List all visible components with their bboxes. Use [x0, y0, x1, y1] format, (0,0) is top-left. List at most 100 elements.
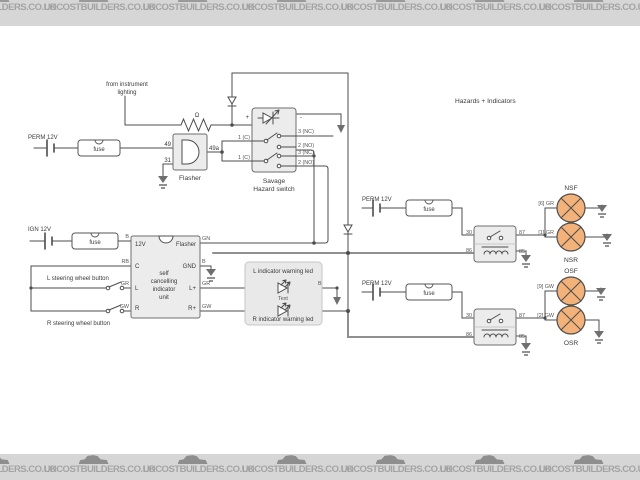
hazard-pin-no1: 2 (NO)	[298, 143, 314, 149]
unit-name-2: cancelling	[151, 279, 178, 285]
wire-gn: GN	[202, 236, 210, 242]
watermark-text: LOCOSTBUILDERS.CO.UK	[539, 2, 640, 13]
relay-os: 30 87 86 85	[466, 308, 525, 346]
l-warning-led-label: L indicator warning led	[253, 269, 313, 275]
watermark-text: LOCOSTBUILDERS.CO.UK	[143, 464, 255, 475]
relay-pin-30: 30	[466, 313, 472, 319]
watermark-tile: LOCOSTBUILDERS.CO.UK	[242, 0, 354, 14]
fuse-label: fuse	[423, 291, 435, 297]
watermark-text: LOCOSTBUILDERS.CO.UK	[44, 464, 156, 475]
diode-icon	[227, 96, 353, 235]
lamp-osr: OSR [2] GW	[537, 305, 586, 347]
watermark-tile: LOCOSTBUILDERS.CO.UK	[341, 455, 453, 476]
wire-b-led: B	[318, 281, 322, 287]
relay-ns: 30 87 86 85	[466, 225, 525, 263]
unit-pin-gnd: GND	[183, 264, 197, 270]
hazard-pin-c1: 1 (C)	[238, 135, 250, 141]
lamp-osf: OSF [9] GW	[537, 268, 586, 306]
fuse-perm-os: fuse	[405, 283, 453, 301]
locost-car-logo-icon	[276, 0, 307, 2]
unit-pin-c: C	[135, 264, 140, 270]
watermark-text: LOCOSTBUILDERS.CO.UK	[44, 2, 156, 13]
watermark-banner-bottom: LOCOSTBUILDERS.CO.UKLOCOSTBUILDERS.CO.UK…	[0, 454, 640, 480]
watermark-tile: LOCOSTBUILDERS.CO.UK	[44, 0, 156, 14]
fuse-perm-top: fuse	[77, 139, 121, 157]
ign-label: IGN 12V	[28, 227, 51, 233]
text-labels: from instrument lighting Ω Hazards + Ind…	[28, 82, 516, 310]
hazard-name-2: Hazard switch	[253, 186, 295, 193]
watermark-tile: LOCOSTBUILDERS.CO.UK	[440, 0, 552, 14]
wire-gw-in: GW	[120, 304, 130, 310]
relay-pin-87: 87	[519, 313, 525, 319]
locost-car-logo-icon	[474, 0, 505, 2]
instrument-note-2: lighting	[117, 90, 136, 96]
fuse-label: fuse	[89, 240, 101, 246]
locost-car-logo-icon	[573, 455, 604, 464]
r-warning-led-icon	[277, 302, 291, 317]
relay-pin-87: 87	[519, 230, 525, 236]
locost-car-logo-icon	[375, 455, 406, 464]
unit-pin-12v: 12V	[135, 242, 146, 248]
diagram-title: Hazards + Indicators	[455, 98, 516, 105]
lamp-nsr-label: NSR	[564, 257, 578, 264]
watermark-text: LOCOSTBUILDERS.CO.UK	[242, 2, 354, 13]
watermark-text: LOCOSTBUILDERS.CO.UK	[440, 2, 552, 13]
wire-gw-out: GW	[202, 304, 212, 310]
locost-car-logo-icon	[78, 455, 109, 464]
locost-car-logo-icon	[177, 455, 208, 464]
lamp-osr-label: OSR	[564, 340, 579, 347]
l-warning-led-icon	[277, 279, 291, 294]
relay-pin-85: 85	[519, 249, 525, 255]
watermark-text: LOCOSTBUILDERS.CO.UK	[242, 464, 354, 475]
hazard-switch: + - 1 (C) 1 (C) 3 (NC) 2 (NO) 3 (NC) 2 (…	[238, 107, 314, 193]
arrowhead-icon	[333, 125, 345, 305]
hazard-pin-c2: 1 (C)	[238, 155, 250, 161]
lamp-nsf: NSF [6] GR	[538, 185, 586, 223]
fuse-label: fuse	[93, 147, 105, 153]
flasher-relay: 49 49a 31 Flasher	[164, 133, 220, 182]
watermark-banner-top: LOCOSTBUILDERS.CO.UKLOCOSTBUILDERS.CO.UK…	[0, 0, 640, 26]
fuse-perm-ns: fuse	[405, 199, 453, 217]
resistor-ohm-symbol: Ω	[195, 113, 200, 119]
flasher-label: Flasher	[179, 175, 202, 182]
watermark-text: LOCOSTBUILDERS.CO.UK	[539, 464, 640, 475]
locost-car-logo-icon	[0, 0, 10, 2]
perm-os-label: PERM 12V	[362, 281, 392, 287]
watermark-tile: LOCOSTBUILDERS.CO.UK	[143, 0, 255, 14]
instrument-note-1: from instrument	[106, 82, 148, 88]
r-warning-led-label: R indicator warning led	[252, 317, 313, 323]
locost-car-logo-icon	[474, 455, 505, 464]
perm-ns-label: PERM 12V	[362, 197, 392, 203]
wire-b-gnd: B	[202, 259, 206, 265]
lamp-osf-wire-label: [9] GW	[537, 284, 555, 290]
watermark-tile: LOCOSTBUILDERS.CO.UK	[0, 455, 57, 476]
wires	[29, 72, 608, 344]
lamp-nsf-label: NSF	[564, 185, 577, 192]
battery-symbols	[44, 139, 381, 301]
perm-top-label: PERM 12V	[28, 135, 58, 141]
flasher-pin-31: 31	[164, 158, 171, 164]
watermark-text: LOCOSTBUILDERS.CO.UK	[440, 464, 552, 475]
watermark-tile: LOCOSTBUILDERS.CO.UK	[242, 455, 354, 476]
watermark-text: LOCOSTBUILDERS.CO.UK	[0, 464, 57, 475]
hazard-name-1: Savage	[263, 178, 286, 185]
unit-name-1: self	[159, 271, 169, 277]
relay-pin-86: 86	[466, 332, 472, 338]
locost-car-logo-icon	[375, 0, 406, 2]
relay-pin-86: 86	[466, 248, 472, 254]
relay-pin-30: 30	[466, 230, 472, 236]
ground-icons	[158, 176, 612, 356]
left-button-label: L steering wheel button	[47, 276, 109, 282]
lamp-nsr: NSR [1] GR	[538, 222, 586, 264]
lamp-nsf-wire-label: [6] GR	[538, 201, 554, 207]
watermark-text: LOCOSTBUILDERS.CO.UK	[143, 2, 255, 13]
unit-name-3: indicator	[153, 287, 176, 293]
locost-car-logo-icon	[573, 0, 604, 2]
flasher-pin-49: 49	[164, 142, 171, 148]
unit-pin-flasher: Flasher	[176, 242, 196, 248]
text-placeholder: Text	[278, 296, 288, 302]
watermark-tile: LOCOSTBUILDERS.CO.UK	[440, 455, 552, 476]
fuse-ign: fuse	[71, 232, 119, 250]
